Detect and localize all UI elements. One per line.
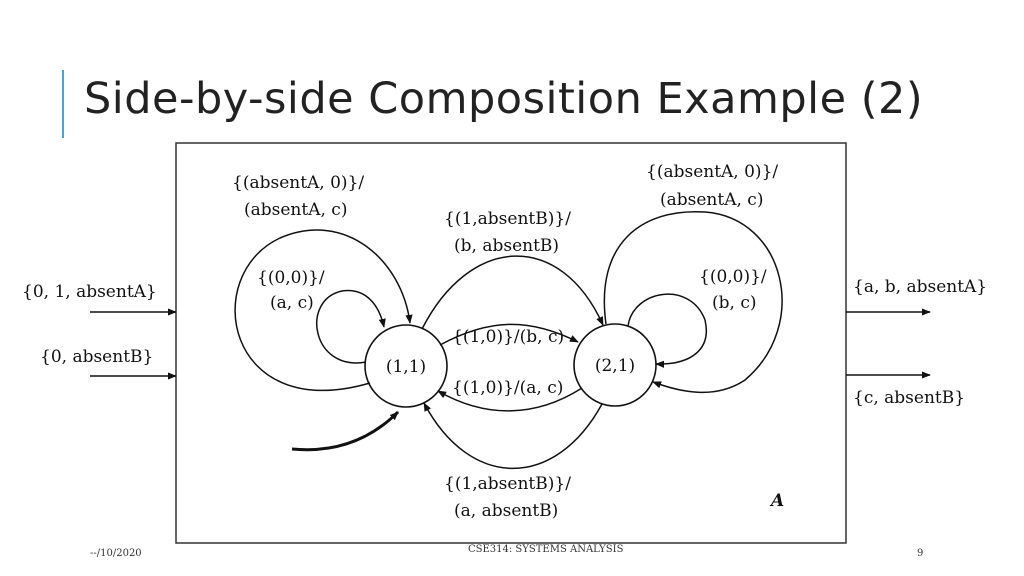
edge-2-1-to-1-1-bottom [423,402,603,469]
self-loop-inner-2-1 [627,293,707,368]
title-accent-bar [62,70,64,138]
state-1-1-label: (1,1) [386,357,426,377]
label-self-outer-2-1-guard: {(absentA, 0)}/ [646,162,778,182]
output-port-1-label: {a, b, absentA} [853,277,987,297]
label-self-outer-1-1-guard: {(absentA, 0)}/ [232,173,364,193]
edge-1-1-to-2-1-mid [439,323,579,346]
label-edge-mid-left-guard: {(1,0)}/(a, c) [452,378,563,398]
input-port-2-label: {0, absentB} [40,347,153,367]
label-self-inner-2-1-output: (b, c) [712,293,756,313]
self-loop-outer-2-1 [603,210,783,394]
edge-2-1-to-1-1-mid [437,387,583,412]
label-edge-bottom-guard: {(1,absentB)}/ [444,474,571,494]
label-self-outer-2-1-output: (absentA, c) [660,190,763,210]
edge-1-1-to-2-1-top [421,255,604,330]
self-loop-outer-1-1 [234,229,413,391]
label-self-inner-1-1-guard: {(0,0)}/ [257,268,325,288]
label-edge-top-guard: {(1,absentB)}/ [444,209,571,229]
output-port-2-label: {c, absentB} [853,388,965,408]
label-edge-top-output: (b, absentB) [454,236,559,256]
state-2-1-label: (2,1) [595,356,635,376]
label-edge-bottom-output: (a, absentB) [454,501,558,521]
page-number: 9 [917,548,924,559]
label-self-outer-1-1-output: (absentA, c) [244,200,347,220]
self-loop-inner-1-1 [316,289,386,364]
actor-box-label: A [769,491,784,511]
label-edge-mid-right-guard: {(1,0)}/(b, c) [452,327,564,347]
actor-box [175,142,847,544]
initial-state-arrow [291,410,400,452]
slide-title: Side-by-side Composition Example (2) [84,74,924,124]
state-1-1 [364,324,448,408]
label-self-inner-2-1-guard: {(0,0)}/ [699,267,767,287]
footer-course: CSE314: SYSTEMS ANALYSIS [468,544,624,555]
label-self-inner-1-1-output: (a, c) [270,293,314,313]
footer-date: --/10/2020 [90,548,142,559]
input-port-1-label: {0, 1, absentA} [22,282,157,302]
